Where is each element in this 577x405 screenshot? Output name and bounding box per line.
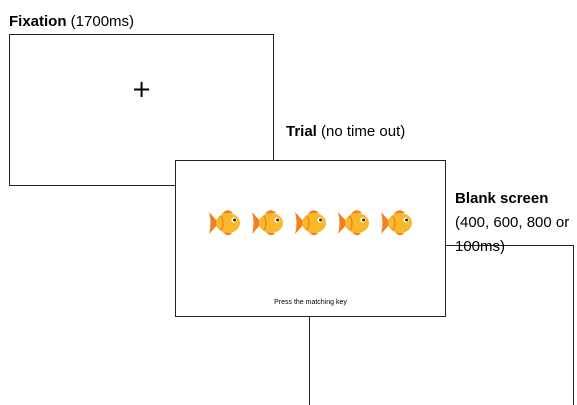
trial-screen: Press the matching key bbox=[175, 160, 446, 317]
blank-label: Blank screen (400, 600, 800 or 100ms) bbox=[455, 187, 575, 259]
blank-title: Blank screen bbox=[455, 190, 549, 207]
fish-stimulus-row bbox=[176, 207, 445, 239]
fixation-screen: + bbox=[9, 34, 274, 186]
fixation-detail: (1700ms) bbox=[66, 13, 135, 30]
fish-icon bbox=[208, 210, 240, 236]
trial-prompt: Press the matching key bbox=[274, 299, 347, 306]
trial-label: Trial (no time out) bbox=[286, 122, 405, 142]
trial-title: Trial bbox=[286, 123, 317, 140]
fish-icon bbox=[294, 210, 326, 236]
trial-detail: (no time out) bbox=[316, 123, 406, 140]
fish-icon bbox=[337, 210, 369, 236]
fish-icon bbox=[251, 210, 283, 236]
blank-detail: (400, 600, 800 or 100ms) bbox=[455, 214, 570, 255]
fish-icon bbox=[380, 210, 412, 236]
fixation-cross: + bbox=[131, 75, 152, 103]
fixation-label: Fixation (1700ms) bbox=[9, 12, 134, 32]
fixation-title: Fixation bbox=[9, 13, 67, 30]
